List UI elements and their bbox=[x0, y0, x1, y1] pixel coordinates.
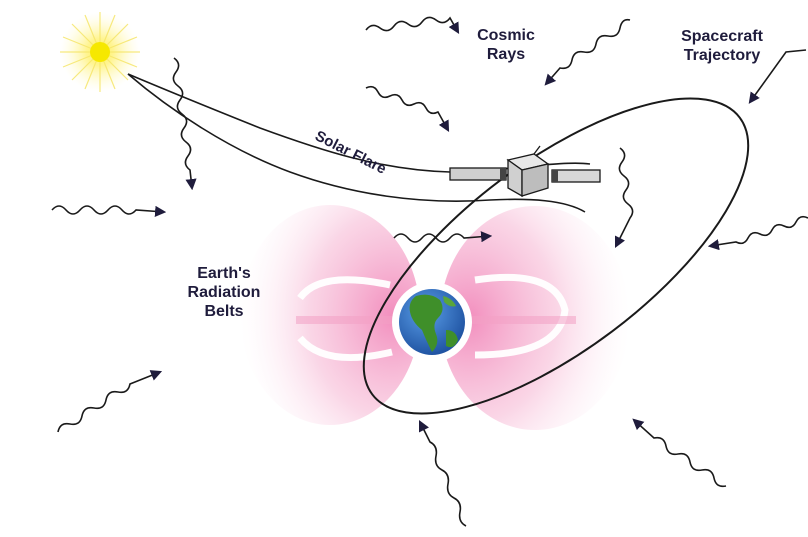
cosmic-rays-label: Cosmic Rays bbox=[460, 26, 552, 64]
cosmic-rays-label-line1: Cosmic bbox=[460, 26, 552, 45]
wavy-arrow-icon bbox=[634, 420, 726, 486]
trajectory-label-line1: Spacecraft bbox=[664, 27, 780, 46]
satellite-icon bbox=[450, 146, 600, 196]
wavy-arrow-icon bbox=[366, 87, 448, 130]
wavy-arrow-icon bbox=[173, 58, 192, 188]
radiation-belts-label: Earth's Radiation Belts bbox=[166, 264, 282, 321]
wavy-arrow-icon bbox=[366, 17, 458, 32]
wavy-arrow-icon bbox=[420, 422, 466, 526]
belts-label-line1: Earth's bbox=[166, 264, 282, 283]
wavy-arrow-icon bbox=[710, 217, 808, 246]
wavy-arrow-icon bbox=[546, 20, 630, 84]
wavy-arrow-icon bbox=[52, 206, 164, 214]
cosmic-rays-label-line2: Rays bbox=[460, 45, 552, 64]
wavy-arrow-icon bbox=[616, 148, 633, 246]
wavy-arrow-icon bbox=[58, 372, 160, 432]
earth-globe-icon bbox=[392, 282, 472, 362]
solar-flare-label: Solar Flare bbox=[312, 127, 389, 177]
belts-label-line2: Radiation bbox=[166, 283, 282, 302]
spacecraft-trajectory-label: Spacecraft Trajectory bbox=[664, 27, 780, 65]
trajectory-label-line2: Trajectory bbox=[664, 46, 780, 65]
sun-icon bbox=[60, 12, 140, 92]
belts-label-line3: Belts bbox=[166, 302, 282, 321]
